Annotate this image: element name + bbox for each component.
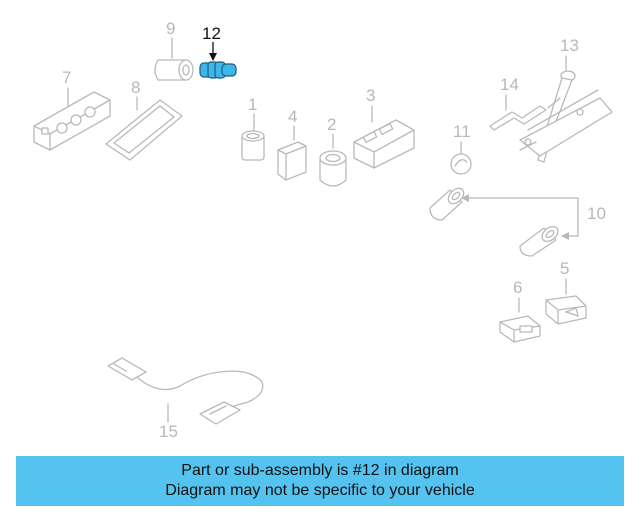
- part-10-shape-lower: [519, 225, 559, 257]
- part-1-shape: [241, 130, 265, 161]
- part-13[interactable]: 13: [519, 36, 613, 163]
- part-10-shape-upper: [429, 187, 465, 221]
- callout-13: 13: [560, 36, 579, 55]
- part-9-shape: [154, 59, 194, 81]
- callout-9: 9: [166, 19, 175, 38]
- part-2[interactable]: 2: [319, 115, 347, 187]
- part-8-shape: [105, 99, 183, 161]
- callout-12: 12: [202, 24, 221, 43]
- part-5[interactable]: 5: [545, 259, 587, 325]
- part-7[interactable]: 7: [33, 68, 111, 151]
- part-15[interactable]: 15: [107, 357, 264, 441]
- part-11-shape: [450, 153, 472, 175]
- part-3-shape: [353, 119, 415, 169]
- part-12[interactable]: 12: [199, 24, 237, 79]
- banner-line-1: Part or sub-assembly is #12 in diagram: [181, 462, 459, 479]
- callout-3: 3: [366, 86, 375, 105]
- callout-5: 5: [560, 259, 569, 278]
- callout-10: 10: [587, 204, 606, 223]
- callout-4: 4: [288, 107, 297, 126]
- part-1[interactable]: 1: [241, 95, 265, 161]
- banner-line-2: Diagram may not be specific to your vehi…: [165, 482, 475, 499]
- part-13-shape: [519, 70, 613, 163]
- part-5-shape: [545, 295, 587, 325]
- part-15-shape: [107, 357, 264, 425]
- callout-14: 14: [500, 75, 519, 94]
- part-11[interactable]: 11: [450, 122, 472, 175]
- callout-2: 2: [327, 115, 336, 134]
- callout-15: 15: [159, 422, 178, 441]
- callout-6: 6: [513, 278, 522, 297]
- callout-11: 11: [453, 122, 471, 141]
- part-4[interactable]: 4: [277, 107, 307, 181]
- part-8[interactable]: 8: [105, 78, 183, 161]
- part-9[interactable]: 9: [154, 19, 194, 81]
- part-6-shape: [499, 315, 541, 343]
- part-6[interactable]: 6: [499, 278, 541, 343]
- part-14[interactable]: 14: [489, 75, 547, 131]
- parts-diagram: 12 9 7 8: [33, 19, 613, 441]
- callout-7: 7: [62, 68, 71, 87]
- part-2-shape: [319, 150, 347, 187]
- part-12-shape: [199, 61, 237, 79]
- part-3[interactable]: 3: [353, 86, 415, 169]
- part-4-shape: [277, 141, 307, 181]
- part-7-shape: [33, 91, 111, 151]
- part-14-shape: [489, 105, 547, 131]
- part-10[interactable]: 10: [429, 185, 606, 257]
- callout-1: 1: [248, 95, 257, 114]
- callout-8: 8: [131, 78, 140, 97]
- info-banner: Part or sub-assembly is #12 in diagram D…: [16, 456, 624, 506]
